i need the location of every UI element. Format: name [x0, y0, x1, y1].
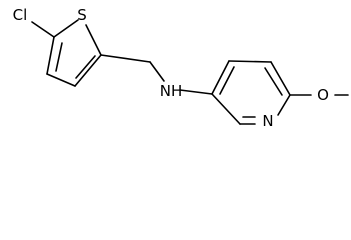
bond-nh-pyridine	[179, 89, 213, 95]
bond-py-c3-c4	[211, 60, 230, 95]
bond-c3-c2-double	[75, 55, 96, 79]
atom-s: S	[77, 6, 87, 24]
bond-py-c4-c5	[228, 60, 272, 63]
bond-py-c5-c6-double	[264, 67, 283, 96]
bond-c3-c2	[74, 54, 102, 87]
atom-label-n-ring: N	[262, 112, 273, 129]
atom-n-ring: N	[262, 112, 273, 129]
atom-label-o: O	[317, 86, 329, 104]
bond-py-c5-c6	[270, 61, 291, 96]
atom-label-nh: NH	[160, 82, 183, 100]
atom-nh: NH	[160, 82, 183, 100]
bond-py-c6-n	[277, 94, 291, 116]
molecule-diagram: Cl S NH N O	[13, 6, 349, 129]
bond-c2-s	[85, 24, 102, 56]
pyridine-ring	[211, 60, 291, 125]
bond-py-c3-c4-double	[219, 66, 235, 95]
bond-ch2-nh	[149, 61, 165, 82]
thiophene-ring	[46, 19, 102, 87]
bond-c2-ch2	[100, 54, 151, 63]
atom-o: O	[317, 86, 329, 104]
atom-cl: Cl	[13, 6, 28, 24]
bond-py-c3-c2	[211, 93, 241, 125]
bond-c5-c4	[46, 36, 55, 75]
atom-label-cl: Cl	[13, 6, 28, 24]
bond-c5-c4-double	[55, 42, 63, 72]
atom-label-s: S	[77, 6, 87, 24]
bond-s-c5	[53, 19, 79, 38]
bond-c4-c3	[46, 73, 76, 87]
bond-c5-cl	[31, 21, 55, 38]
